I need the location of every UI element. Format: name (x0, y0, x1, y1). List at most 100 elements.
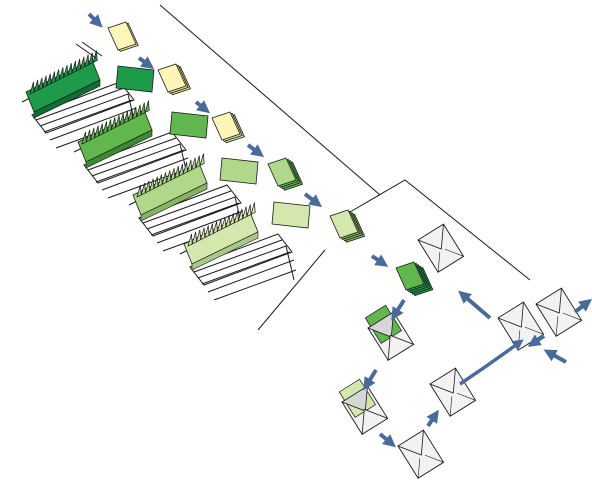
envelope-icon (417, 223, 465, 273)
card-divider (81, 131, 87, 145)
card-block-base (85, 129, 153, 169)
envelope-fold (417, 224, 444, 250)
envelope-fold (449, 396, 453, 417)
card-divider (110, 117, 116, 130)
card-divider (187, 233, 193, 247)
envelope-fold (524, 326, 544, 335)
envelope-icon (535, 287, 583, 337)
envelope-flap (341, 385, 368, 412)
envelope-fold (562, 312, 582, 321)
sorting-card (271, 201, 311, 229)
card (157, 63, 187, 93)
sorting-rack-icon (128, 153, 246, 252)
envelope-flap (367, 311, 394, 338)
envelope-icon (364, 304, 415, 361)
flow-arrow-icon (543, 349, 567, 364)
card-divider (212, 221, 218, 235)
card-divider (98, 123, 104, 137)
flow-arrow-icon (458, 290, 492, 320)
rack-rail (81, 41, 103, 57)
rack-shelf-line (207, 259, 295, 293)
card-divider (225, 215, 231, 228)
rack-rails (75, 41, 103, 59)
card-divider (186, 159, 192, 173)
sorting-rack-icon (179, 202, 297, 301)
flow-arrow-icon (246, 143, 265, 158)
card-divider (233, 210, 239, 224)
card-bundle-icon (157, 63, 191, 96)
card-divider (131, 106, 137, 120)
card-divider (144, 100, 150, 114)
envelope-fold (429, 368, 456, 394)
envelope-fold (444, 248, 464, 257)
rack-shelf-top (31, 81, 135, 134)
flow-arrow-icon (87, 12, 103, 28)
card (329, 209, 359, 239)
guide-line-left (257, 249, 326, 331)
envelope-icon (338, 378, 389, 435)
card-divider (37, 77, 43, 91)
envelope-flow (338, 223, 583, 479)
card-divider (79, 56, 85, 70)
card-divider (136, 184, 142, 198)
card-divider (46, 73, 52, 87)
rack-rail (75, 43, 97, 59)
card-divider (174, 166, 180, 179)
card-divider (94, 125, 100, 139)
card-divider (221, 217, 227, 230)
card-block-base (33, 79, 101, 119)
rack-shelf-top (189, 233, 293, 286)
envelope-fold (397, 430, 424, 456)
envelope-front (361, 408, 389, 435)
card-divider (58, 67, 64, 80)
card-flow (107, 21, 434, 297)
guide-line-right (349, 179, 531, 281)
card (395, 261, 425, 291)
guide-line-top (159, 4, 381, 196)
envelope-fold (437, 252, 441, 273)
flow-arrow-icon (194, 100, 210, 114)
flow-arrow-icon (363, 368, 378, 391)
envelope-icon (397, 429, 445, 479)
sorting-rack-icon (21, 41, 139, 149)
rack-shelf-line (213, 269, 297, 301)
envelope-fold (555, 316, 559, 337)
card-divider (127, 108, 133, 122)
card-divider (119, 113, 125, 126)
card-divider (42, 75, 48, 89)
rack-shelf-line (201, 251, 291, 285)
envelope-body (535, 287, 583, 337)
rack-shelf-top (83, 131, 187, 184)
flow-arrow-icon (391, 298, 406, 321)
rack-shelves (179, 233, 297, 301)
card-divider (136, 104, 142, 118)
card-divider (29, 81, 35, 95)
card-dividers (187, 202, 256, 247)
card-divider (115, 115, 121, 128)
card-divider (71, 60, 77, 74)
card (211, 111, 241, 141)
card-divider (229, 212, 235, 226)
envelope-body (397, 429, 445, 479)
rack-shelf-line (193, 239, 283, 273)
card (107, 21, 137, 51)
rack-shelf-line (101, 157, 189, 191)
card-divider (182, 161, 188, 175)
card-divider (153, 176, 159, 190)
card-divider (178, 163, 184, 177)
card-divider (250, 202, 256, 216)
card-dividers (136, 153, 205, 198)
card-divider (242, 206, 248, 220)
card-divider (106, 119, 112, 133)
card-block-base (191, 231, 259, 271)
card-divider (237, 208, 243, 222)
sorting-card (219, 157, 259, 185)
card-divider (89, 127, 95, 141)
card-dividers (29, 50, 98, 95)
card-divider (208, 223, 214, 237)
card-block-base (140, 182, 208, 222)
card-divider (165, 170, 171, 183)
flow-arrow-icon (459, 339, 524, 386)
rack-shelf-line (49, 107, 137, 141)
